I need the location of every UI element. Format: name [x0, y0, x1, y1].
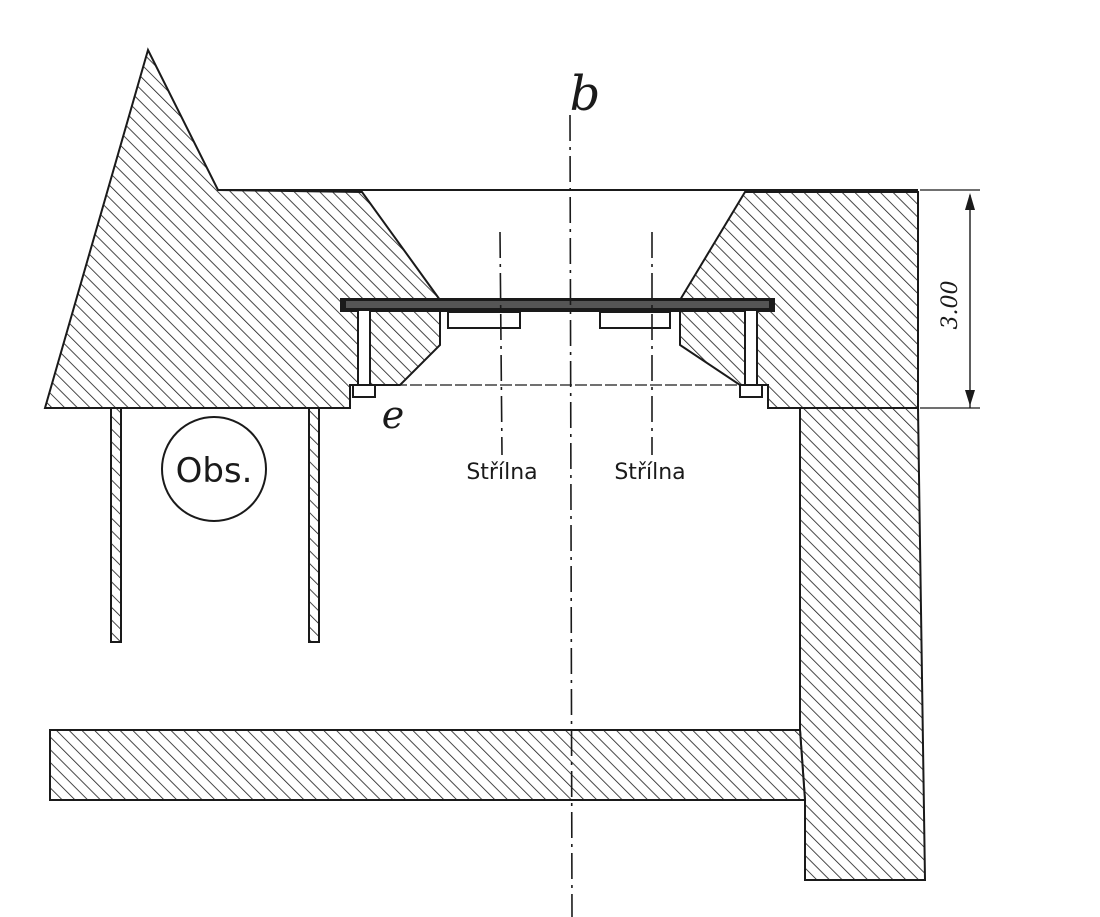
section-mark-top: b [570, 66, 601, 122]
right-concrete-mass [679, 191, 919, 409]
bolt-right-nut [739, 384, 763, 398]
dimension-arrow-top [965, 193, 975, 210]
dimension-arrow-bottom [965, 390, 975, 406]
bolt-right [744, 309, 758, 391]
embrasure-bracket-right [599, 311, 671, 329]
dimension-value: 3.00 [938, 281, 963, 330]
embrasure-bracket-left [447, 311, 521, 329]
floor-slab [49, 729, 807, 801]
right-wall [799, 407, 927, 881]
section-mark-left: e [382, 393, 405, 437]
embrasure-label-right: Střílna [614, 460, 685, 485]
bolt-left-nut [352, 384, 376, 398]
steel-cover-plate-inner [346, 301, 769, 308]
embrasure-axis-left [499, 231, 503, 456]
column-left [110, 407, 122, 643]
column-right [308, 407, 320, 643]
observation-label: Obs. [176, 451, 253, 491]
bolt-left [357, 309, 371, 391]
embrasure-label-left: Střílna [466, 460, 537, 485]
observation-circle [161, 416, 267, 522]
left-concrete-mass [43, 47, 441, 409]
center-axis [569, 114, 573, 917]
